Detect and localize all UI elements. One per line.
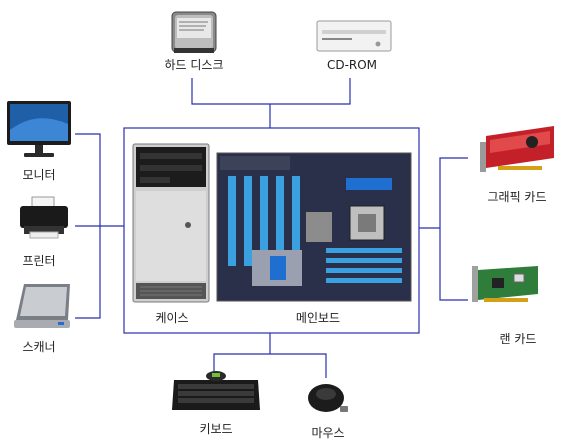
hard-disk-icon	[168, 4, 220, 56]
mainboard-label: 메인보드	[295, 311, 341, 325]
monitor-icon	[6, 100, 72, 160]
lan-card-icon	[470, 264, 542, 306]
monitor-label: 모니터	[22, 168, 56, 182]
mainboard-icon	[216, 152, 412, 302]
mouse-label: 마우스	[311, 426, 345, 440]
top-connector	[191, 78, 351, 105]
keyboard-label: 키보드	[199, 422, 233, 436]
cd-rom-icon	[316, 20, 392, 52]
scanner-label: 스캐너	[22, 340, 56, 354]
mouse-icon	[304, 378, 352, 418]
lan-card-label: 랜 카드	[499, 332, 537, 346]
graphics-card-icon	[476, 122, 558, 176]
central-computer-box	[123, 127, 420, 334]
printer-label: 프린터	[22, 254, 56, 268]
scanner-icon	[10, 282, 74, 332]
cd-rom-label: CD-ROM	[326, 58, 378, 72]
keyboard-icon	[170, 366, 262, 414]
bottom-connector	[213, 353, 327, 378]
printer-icon	[16, 196, 72, 240]
computer-case-icon	[132, 143, 210, 303]
right-connector	[439, 157, 468, 301]
graphics-card-label: 그래픽 카드	[487, 190, 547, 204]
hard-disk-label: 하드 디스크	[164, 58, 224, 72]
case-label: 케이스	[155, 311, 189, 325]
